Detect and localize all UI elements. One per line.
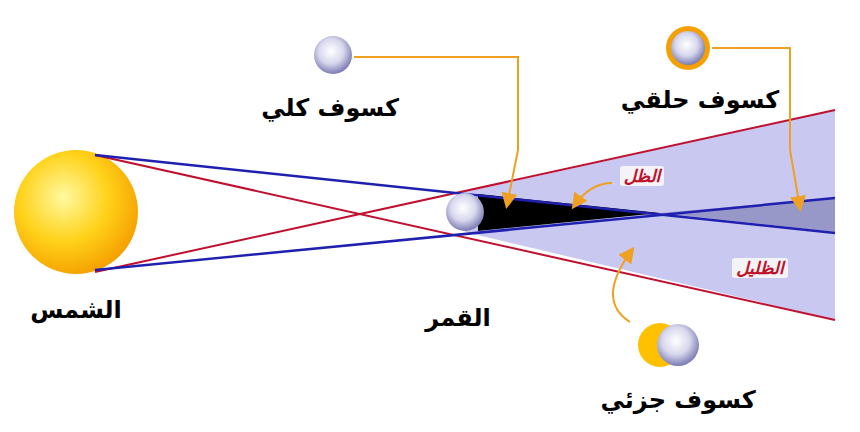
zone-label: الظليل xyxy=(732,258,787,278)
eclipse-type-label: كسوف حلقي xyxy=(621,86,779,115)
body-label: القمر xyxy=(425,304,491,333)
body-label: الشمس xyxy=(30,296,122,325)
zone-label: الظل xyxy=(620,166,665,186)
eclipse-type-label: كسوف كلي xyxy=(261,94,399,123)
eclipse-type-label: كسوف جزئي xyxy=(600,386,755,415)
